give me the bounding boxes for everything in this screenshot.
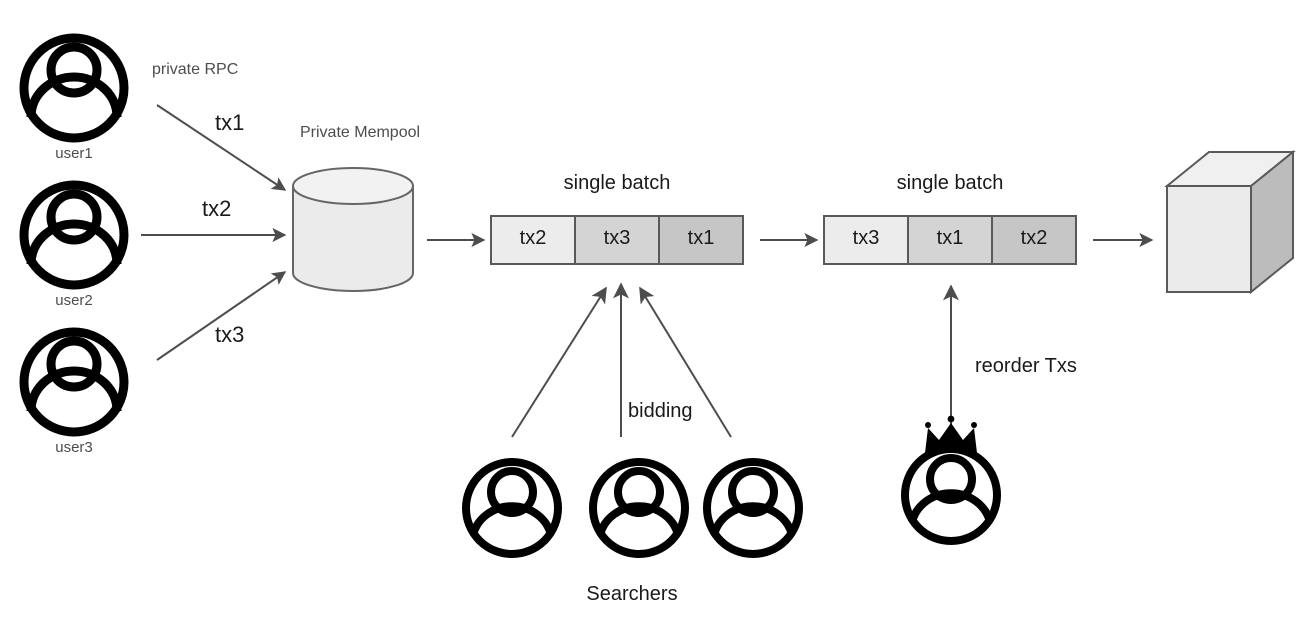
private-mempool-cylinder bbox=[292, 167, 414, 292]
arrow-bidding-left bbox=[511, 286, 607, 438]
user-icon-user2 bbox=[19, 180, 129, 290]
searchers-group-label: Searchers bbox=[586, 583, 678, 605]
user-icon-user1 bbox=[19, 33, 129, 143]
user2-label: user2 bbox=[55, 292, 93, 309]
batch-1-cell-3-label: tx1 bbox=[687, 227, 715, 249]
user1-label: user1 bbox=[55, 145, 93, 162]
arrow-tx3 bbox=[156, 271, 287, 361]
private-mempool-label: Private Mempool bbox=[300, 124, 421, 141]
private-rpc-label: private RPC bbox=[152, 61, 239, 78]
searcher-icon-1 bbox=[462, 458, 562, 558]
arrow-tx1 bbox=[156, 104, 287, 191]
arrow-bidding-right bbox=[639, 286, 732, 438]
block-cube-icon bbox=[1164, 149, 1296, 295]
reorder-txs-label: reorder Txs bbox=[975, 355, 1077, 377]
batch-2-cell-1-label: tx3 bbox=[852, 227, 880, 249]
batch-1-cell-2-label: tx3 bbox=[603, 227, 631, 249]
crowned-builder-icon bbox=[901, 415, 1001, 545]
crown-icon bbox=[925, 415, 977, 453]
batch-1-cell-1-label: tx2 bbox=[519, 227, 547, 249]
tx3-edge-label: tx3 bbox=[215, 322, 245, 347]
user-icon-user3 bbox=[19, 327, 129, 437]
batch-1-caption: single batch bbox=[563, 172, 671, 194]
tx1-edge-label: tx1 bbox=[215, 110, 245, 135]
tx2-edge-label: tx2 bbox=[202, 196, 232, 221]
batch-2-cell-3-label: tx2 bbox=[1020, 227, 1048, 249]
batch-2-cell-2-label: tx1 bbox=[936, 227, 964, 249]
user3-label: user3 bbox=[55, 439, 93, 456]
bidding-label: bidding bbox=[628, 400, 693, 422]
searcher-icon-2 bbox=[589, 458, 689, 558]
batch-1-boxes bbox=[490, 215, 744, 265]
batch-2-caption: single batch bbox=[896, 172, 1004, 194]
batch-2-boxes bbox=[823, 215, 1077, 265]
searcher-icon-3 bbox=[703, 458, 803, 558]
